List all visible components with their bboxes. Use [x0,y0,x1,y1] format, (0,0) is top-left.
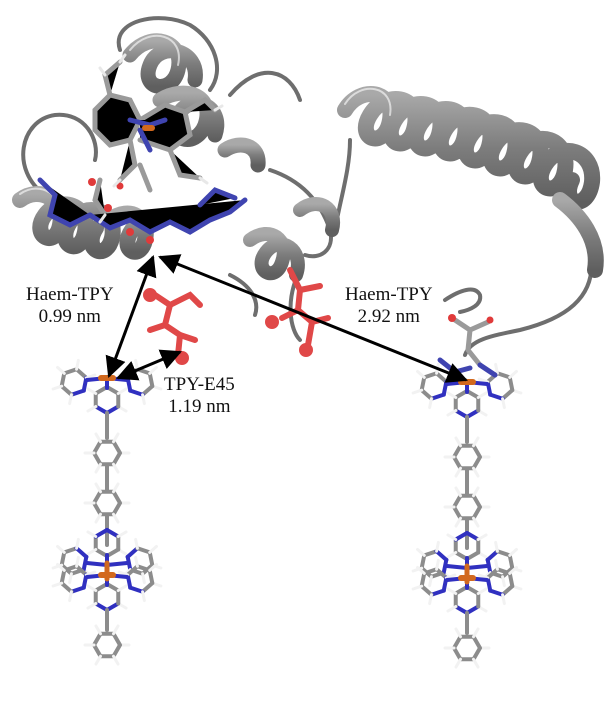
label-value: 1.19 nm [168,396,231,417]
binding-residue-right [437,314,498,378]
distance-arrows [105,254,468,383]
label-haem-tpy-right: Haem-TPY 2.92 nm [345,284,433,328]
label-title: Haem-TPY [345,284,433,305]
label-title: Haem-TPY [26,284,114,305]
arrow-haem-tpy-left [105,255,157,378]
protein-ribbon [12,16,604,357]
tpy-complex-right [411,362,523,669]
tpy-complex-left [51,358,163,666]
glu-residues [143,267,331,365]
label-tpy-e45: TPY-E45 1.19 nm [164,374,235,418]
label-title: TPY-E45 [164,374,235,395]
arrow-haem-tpy-right [158,254,468,383]
label-value: 2.92 nm [357,306,420,327]
haem-group [37,53,248,244]
label-value: 0.99 nm [38,306,101,327]
label-haem-tpy-left: Haem-TPY 0.99 nm [26,284,114,328]
